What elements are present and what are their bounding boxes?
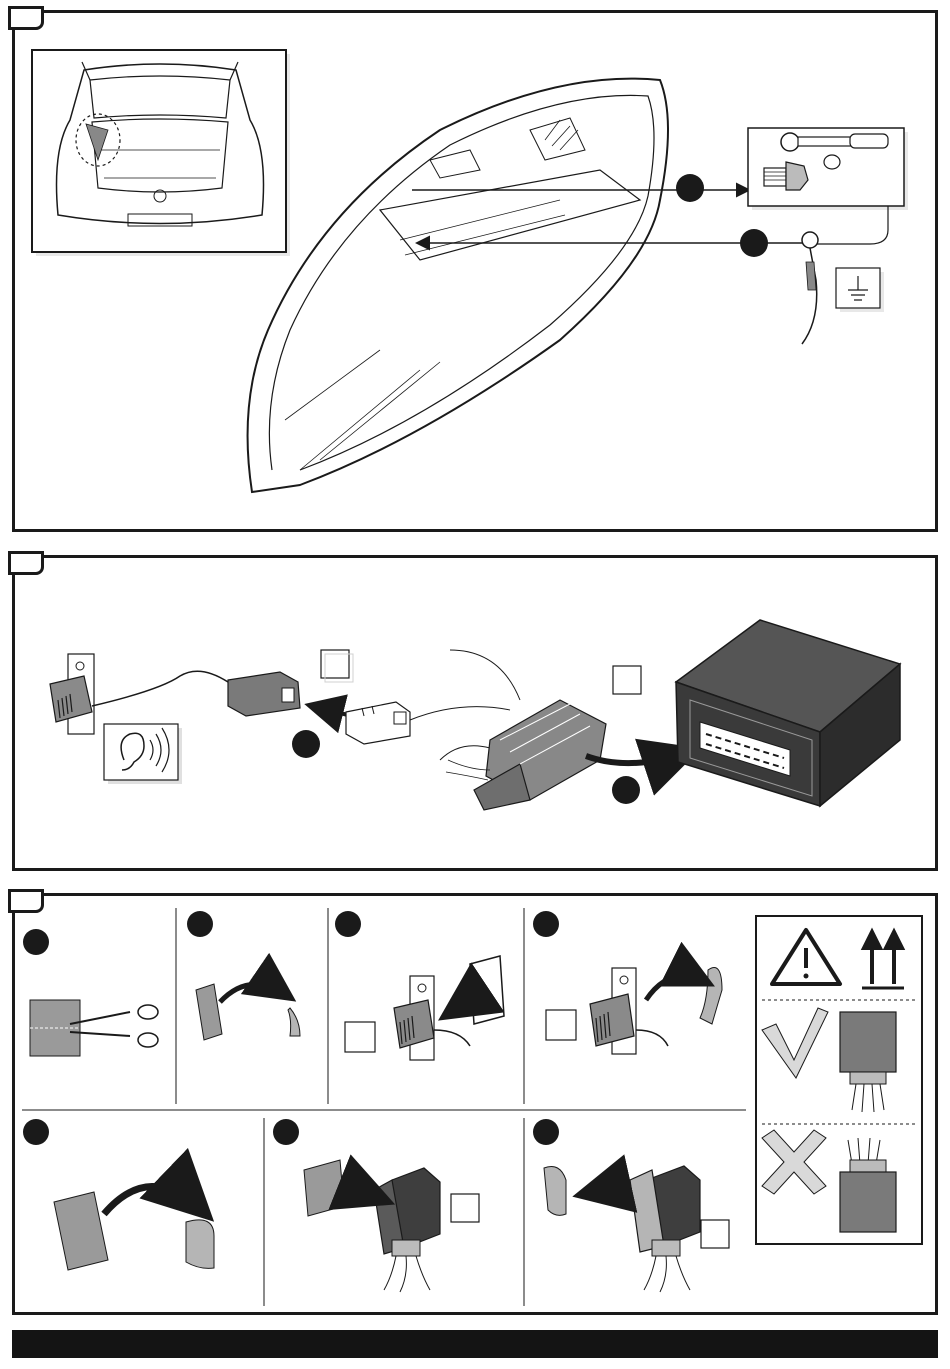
trunk-side-trim: [248, 79, 668, 492]
step-badge-b: [187, 911, 213, 937]
control-module: [676, 620, 900, 806]
wire-connector-female: [228, 672, 300, 716]
cut-pad-scissors: [30, 1000, 158, 1056]
buzzer-with-pad: [394, 956, 504, 1060]
step-badge-d: [533, 911, 559, 937]
peel-backing: [196, 984, 300, 1040]
step-badge-e: [23, 1119, 49, 1145]
step-badge-1: [676, 174, 704, 202]
footer-bar: [12, 1330, 938, 1358]
blank-box: [546, 1010, 576, 1040]
peel-backing-large: [54, 1186, 214, 1270]
connector-peel-pad: [544, 1166, 700, 1292]
step-badge-2: [740, 229, 768, 257]
tools-box: [748, 128, 908, 244]
wire-connector-male: [346, 702, 410, 744]
step-badge-c: [335, 911, 361, 937]
connector-apply-pad: [304, 1160, 440, 1292]
legend-box: [756, 916, 922, 1244]
multi-pin-connector: [446, 700, 606, 810]
buzzer-peel: [590, 968, 722, 1055]
step-badge-4: [612, 776, 640, 804]
blank-box: [451, 1194, 479, 1222]
nut-icon: [824, 155, 840, 169]
step-badge-g: [533, 1119, 559, 1145]
step-badge-3: [292, 730, 320, 758]
ground-terminal: [802, 232, 818, 344]
blank-box: [345, 1022, 375, 1052]
buzzer: [50, 654, 228, 734]
blank-box: [701, 1220, 729, 1248]
blank-box: [613, 666, 641, 694]
ear-sound-icon: [104, 724, 182, 784]
ground-icon: [836, 268, 884, 312]
step-badge-a: [23, 929, 49, 955]
inset-car-rear: [32, 50, 290, 256]
step-badge-f: [273, 1119, 299, 1145]
